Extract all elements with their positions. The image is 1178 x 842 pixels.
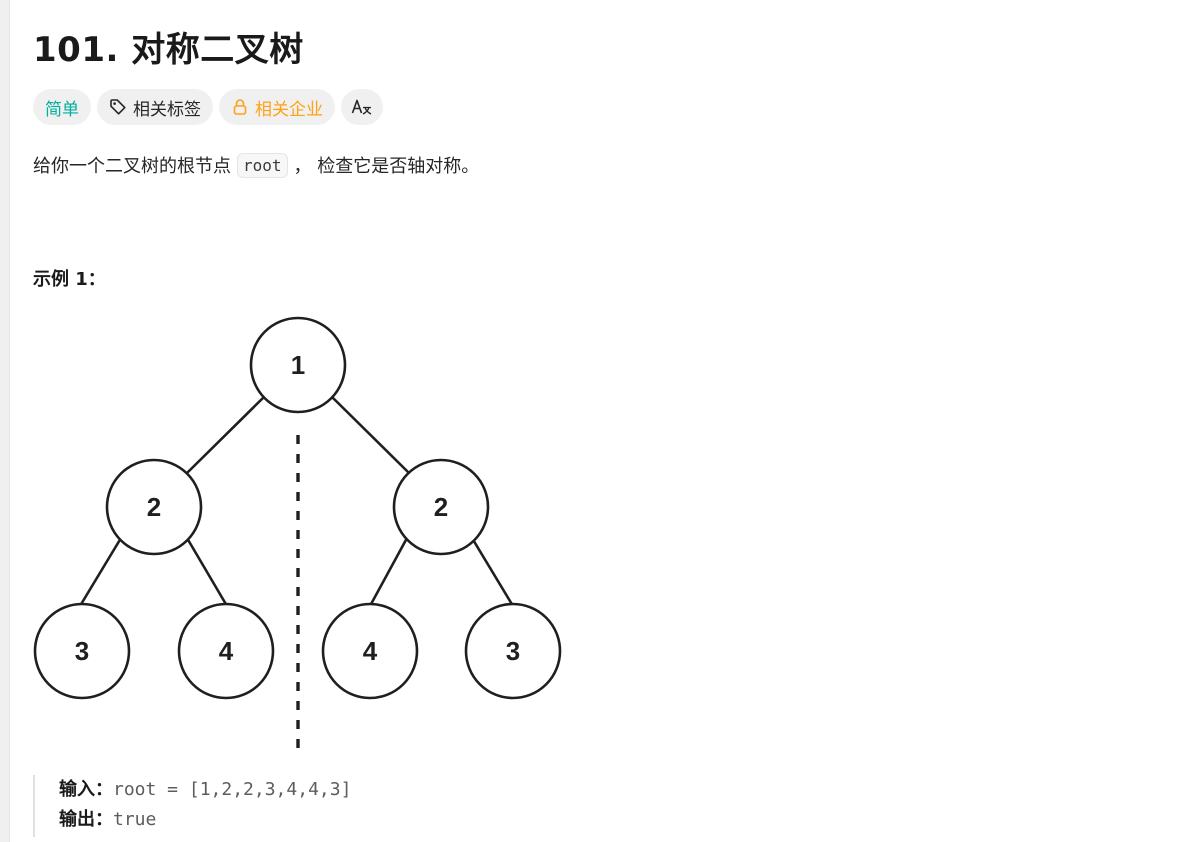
statement-text-before: 给你一个二叉树的根节点: [33, 156, 231, 177]
tree-node: [321, 602, 419, 700]
symmetric-tree-diagram: 1 2 2 3 4 4 3: [33, 316, 562, 750]
node-value: 3: [506, 636, 520, 666]
tree-node: [249, 316, 347, 414]
problem-statement: 给你一个二叉树的根节点 root ， 检查它是否轴对称。: [33, 152, 479, 178]
input-label: 输入：: [59, 779, 113, 800]
node-value: 1: [291, 350, 305, 380]
node-value: 3: [75, 636, 89, 666]
tree-node: [464, 602, 562, 700]
related-tags-label: 相关标签: [133, 99, 201, 120]
tree-node: [105, 458, 203, 556]
example-output-line: 输出：true: [59, 805, 351, 835]
tree-node: [392, 458, 490, 556]
node-value: 2: [434, 492, 448, 522]
related-companies-button[interactable]: 相关企业: [219, 89, 335, 125]
statement-text-after: ， 检查它是否轴对称。: [293, 156, 480, 177]
tag-icon: [109, 98, 127, 116]
tree-edge: [470, 537, 515, 607]
difficulty-badge[interactable]: 简单: [33, 89, 91, 125]
output-value: true: [113, 809, 157, 830]
example-input-line: 输入：root = [1,2,2,3,4,4,3]: [59, 775, 351, 805]
tree-node: [33, 602, 131, 700]
related-companies-label: 相关企业: [255, 99, 323, 120]
node-value: 4: [219, 636, 234, 666]
example-io-block: 输入：root = [1,2,2,3,4,4,3] 输出：true: [33, 775, 351, 837]
tree-edge: [186, 395, 266, 474]
node-value: 2: [147, 492, 161, 522]
tree-edge: [185, 537, 229, 607]
tree-edge: [330, 395, 410, 474]
tree-edge: [78, 537, 123, 607]
lock-icon: [231, 98, 249, 116]
tree-node: [177, 602, 275, 700]
translate-icon: [351, 98, 373, 116]
left-panel-edge: [0, 0, 10, 842]
problem-tags-bar: 简单 相关标签 相关企业: [33, 89, 383, 125]
problem-title: 101. 对称二叉树: [33, 30, 304, 70]
translate-button[interactable]: [341, 89, 383, 125]
input-value: root = [1,2,2,3,4,4,3]: [113, 779, 352, 800]
tree-edge: [368, 537, 409, 607]
inline-code-root: root: [237, 152, 288, 178]
example-heading: 示例 1：: [33, 269, 106, 290]
difficulty-label: 简单: [45, 99, 79, 120]
related-tags-button[interactable]: 相关标签: [97, 89, 213, 125]
node-value: 4: [363, 636, 378, 666]
output-label: 输出：: [59, 809, 113, 830]
